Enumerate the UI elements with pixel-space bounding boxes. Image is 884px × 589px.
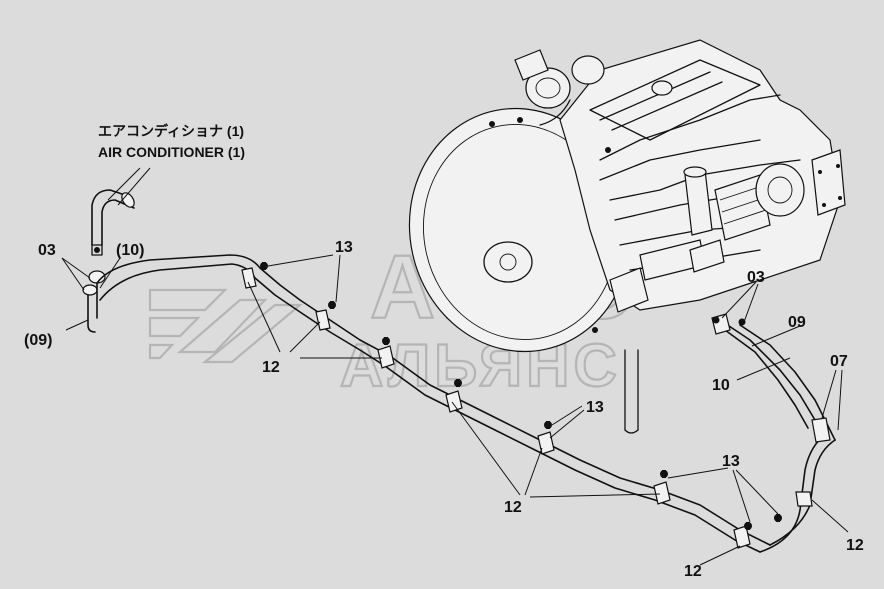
bolt-icon <box>774 514 782 522</box>
callout-09-left: (09) <box>24 332 52 349</box>
bolt-icon <box>660 470 668 478</box>
callout-12-left: 12 <box>262 359 280 376</box>
rear-flange <box>811 149 846 216</box>
bolt-icon <box>544 421 552 429</box>
alternator <box>755 163 805 217</box>
clamp-icon <box>315 309 331 331</box>
callout-12-low: 12 <box>684 563 702 580</box>
clamp-icon <box>241 267 257 289</box>
oil-filler-cap <box>651 80 673 96</box>
callout-13-mid: 13 <box>586 399 604 416</box>
turbocharger <box>514 49 605 126</box>
watermark-logo-icon <box>148 288 304 364</box>
condenser-fitting-left <box>82 189 135 333</box>
clamp-icon <box>653 481 671 505</box>
fuel-filter <box>683 166 713 236</box>
clamps <box>241 267 831 549</box>
labels: エアコンディショナ (1) AIR CONDITIONER (1) 03 (10… <box>24 123 864 580</box>
clamp-icon <box>795 491 813 507</box>
bolt-icon <box>744 522 752 530</box>
title-english: AIR CONDITIONER (1) <box>98 144 245 160</box>
bolt-icon <box>328 301 336 309</box>
callout-03-left: 03 <box>38 242 56 259</box>
callout-03-right: 03 <box>747 269 765 286</box>
leader-lines <box>61 167 849 566</box>
bolt-icon <box>712 316 720 324</box>
bolt-icon <box>260 262 268 270</box>
bolts <box>260 262 782 530</box>
callout-13-top: 13 <box>335 239 353 256</box>
callout-07-right: 07 <box>830 353 848 370</box>
clamp-icon <box>445 390 463 413</box>
pump-flange <box>483 241 533 283</box>
bolt-icon <box>454 379 462 387</box>
callout-10-right: 10 <box>712 377 730 394</box>
callout-10-left: (10) <box>116 242 144 259</box>
engine-assembly-drawing <box>408 39 846 434</box>
bolt-icon <box>738 318 746 326</box>
clamp-icon <box>377 345 395 369</box>
callout-13-low: 13 <box>722 453 740 470</box>
clamp-icon <box>537 431 555 455</box>
callout-12-right: 12 <box>846 537 864 554</box>
clamp-icon <box>811 417 831 443</box>
bolt-icon <box>382 337 390 345</box>
title-japanese: エアコンディショナ (1) <box>98 123 244 139</box>
callout-09-right: 09 <box>788 314 806 331</box>
callout-12-bottom: 12 <box>504 499 522 516</box>
clamp-icon <box>733 525 751 549</box>
